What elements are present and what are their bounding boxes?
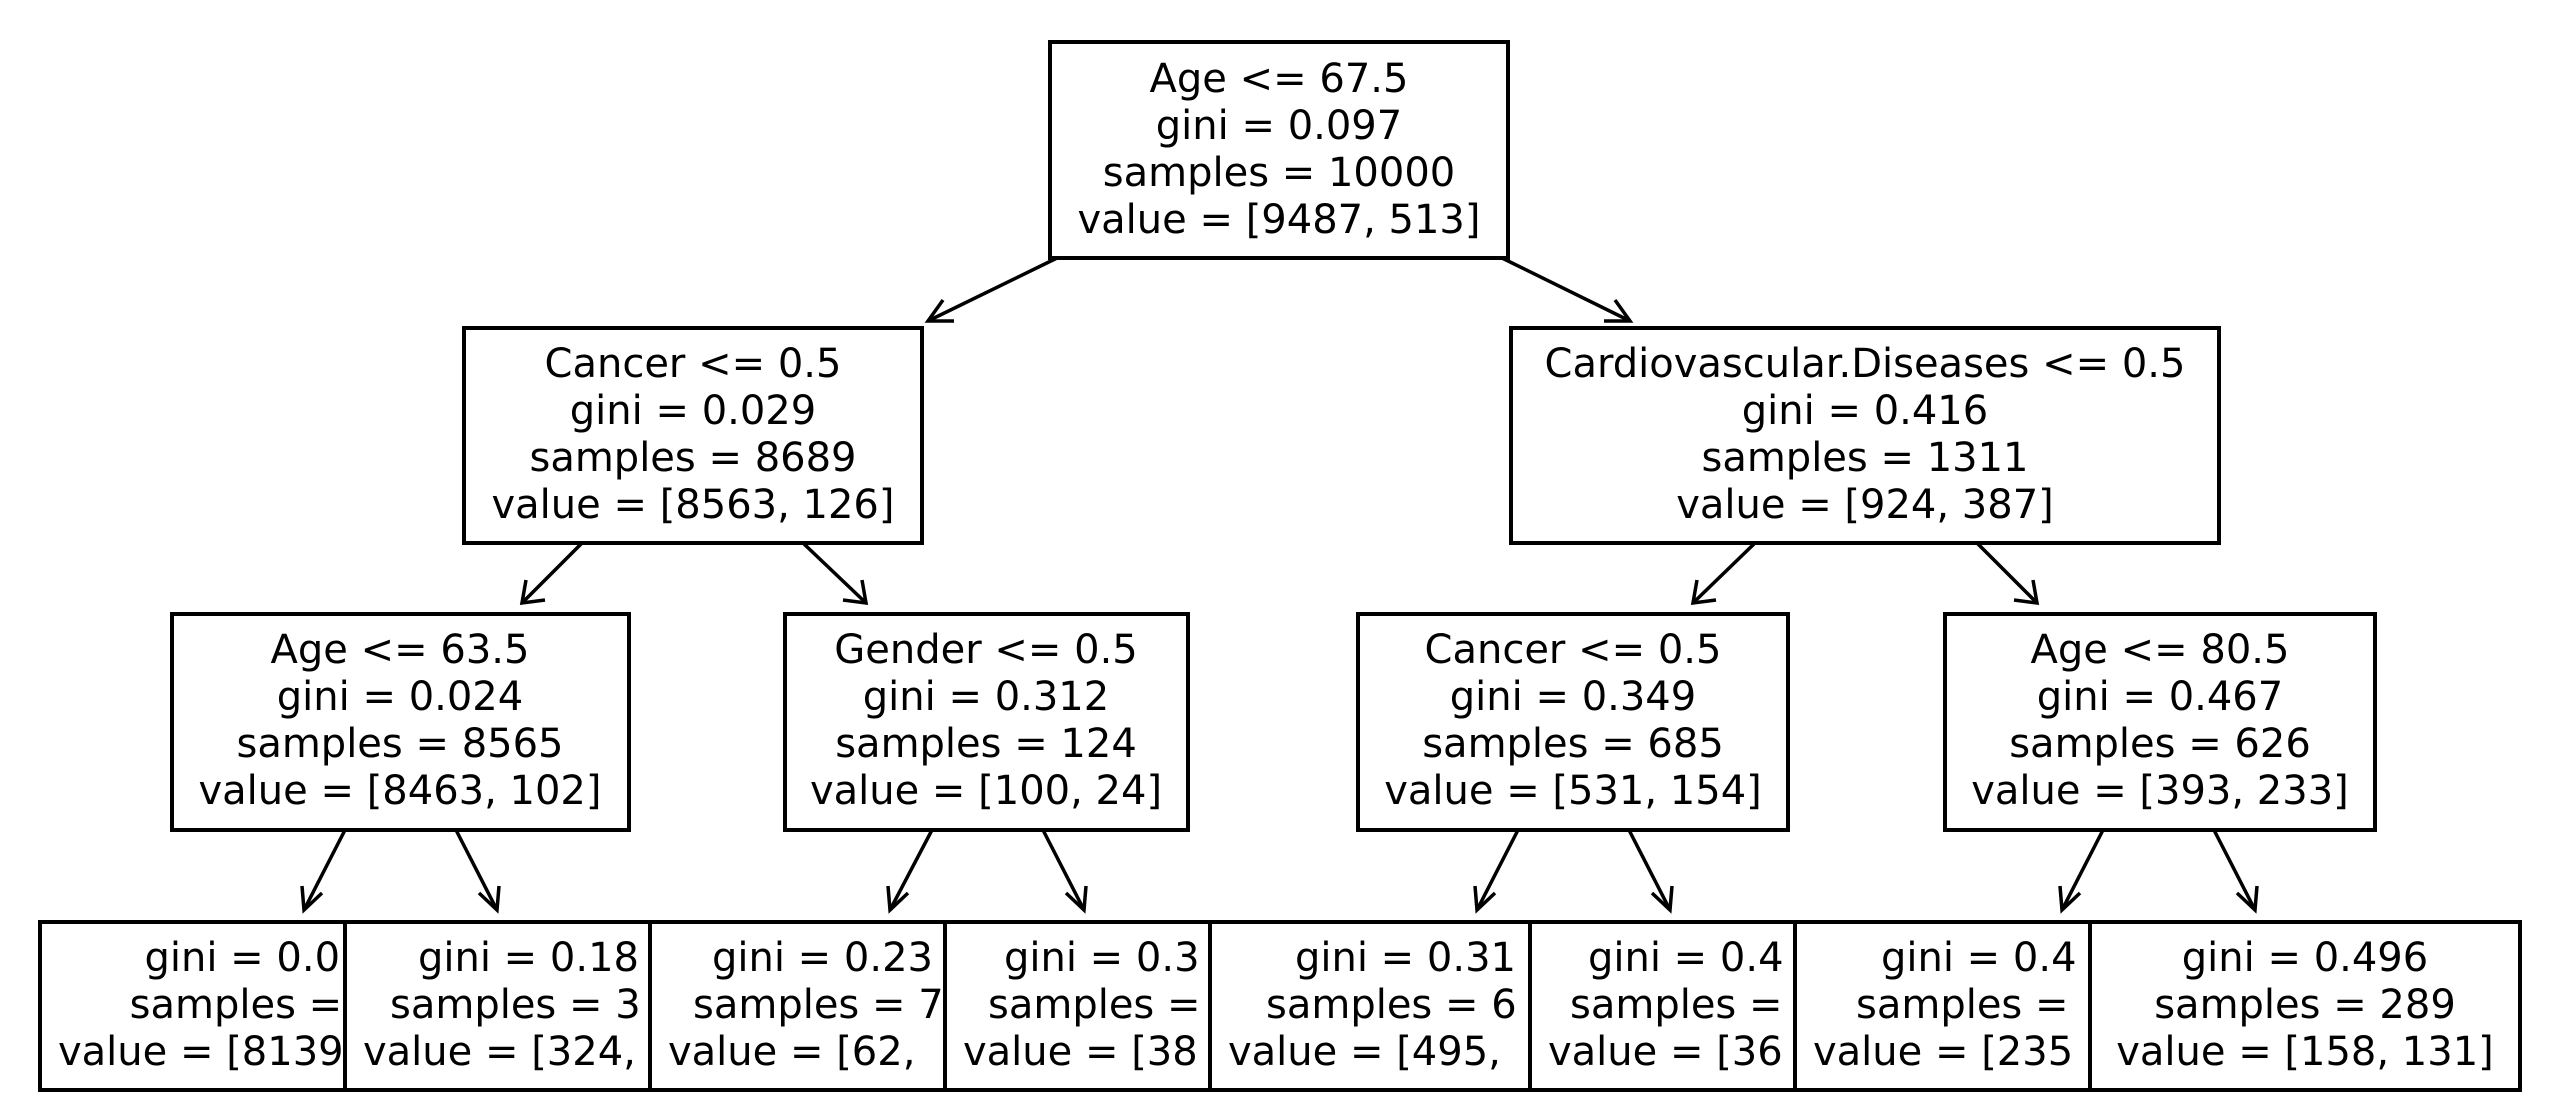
leaf-samples-label: samples = 8 <box>130 982 381 1028</box>
leaf-samples-label: samples = 6 <box>1266 982 1517 1028</box>
arrowhead-l2-c-to-leaf-6 <box>1650 885 1674 914</box>
tree-node-l1-right: Cardiovascular.Diseases <= 0.5 gini = 0.… <box>1509 326 2221 545</box>
node-split-label: Age <= 63.5 <box>271 627 530 673</box>
arrowhead-l2-a-to-leaf-2 <box>477 885 501 914</box>
node-gini-label: gini = 0.029 <box>570 388 816 434</box>
leaf-gini-label: gini = 0.4 <box>1881 935 2077 981</box>
node-value-label: value = [8563, 126] <box>492 482 895 528</box>
leaf-samples-label: samples = <box>1856 982 2069 1028</box>
leaf-gini-label: gini = 0.18 <box>418 935 639 981</box>
node-value-label: value = [924, 387] <box>1676 482 2054 528</box>
edge-l2-a-to-leaf-1 <box>302 829 347 911</box>
arrowhead-l1-left-to-l2-a <box>519 579 546 606</box>
tree-leaf-5: gini = 0.31 samples = 6 value = [495, <box>1208 920 1642 1092</box>
node-gini-label: gini = 0.416 <box>1742 388 1988 434</box>
leaf-samples-label: samples = 3 <box>390 982 641 1028</box>
edge-l1-left-to-l2-a <box>520 541 584 605</box>
edge-l1-left-to-l2-b <box>801 541 868 605</box>
node-gini-label: gini = 0.097 <box>1156 103 1402 149</box>
leaf-value-label: value = [36 <box>1548 1029 1783 1075</box>
leaf-value-label: value = [235 <box>1813 1029 2073 1075</box>
arrowhead-l1-right-to-l2-c <box>1690 579 1717 606</box>
tree-node-l2-d: Age <= 80.5 gini = 0.467 samples = 626 v… <box>1943 612 2377 832</box>
leaf-gini-label: gini = 0.01 <box>145 935 366 981</box>
leaf-samples-label: samples = <box>988 982 1201 1028</box>
node-value-label: value = [531, 154] <box>1384 768 1762 814</box>
node-value-label: value = [8463, 102] <box>199 768 602 814</box>
leaf-value-label: value = [495, <box>1228 1029 1501 1075</box>
node-split-label: Age <= 67.5 <box>1150 56 1409 102</box>
edge-l2-a-to-leaf-2 <box>454 829 499 911</box>
arrowhead-l2-d-to-leaf-8 <box>2235 885 2259 914</box>
leaf-value-label: value = [8139 <box>58 1029 344 1075</box>
edge-l1-right-to-l2-d <box>1975 541 2039 605</box>
edge-l2-c-to-leaf-6 <box>1627 829 1672 911</box>
arrowhead-root-to-l1-right <box>1604 298 1634 323</box>
arrowhead-l2-b-to-leaf-3 <box>886 885 910 914</box>
arrowhead-l1-right-to-l2-d <box>2013 579 2040 606</box>
leaf-value-label: value = [62, <box>668 1029 915 1075</box>
leaf-gini-label: gini = 0.31 <box>1295 935 1516 981</box>
node-samples-label: samples = 8565 <box>236 721 563 767</box>
arrowhead-l2-c-to-leaf-5 <box>1473 885 1497 914</box>
node-samples-label: samples = 10000 <box>1103 150 1455 196</box>
arrowhead-l1-left-to-l2-b <box>842 579 869 606</box>
leaf-gini-label: gini = 0.4 <box>1588 935 1784 981</box>
leaf-value-label: value = [38 <box>963 1029 1198 1075</box>
node-gini-label: gini = 0.467 <box>2037 674 2283 720</box>
node-gini-label: gini = 0.349 <box>1450 674 1696 720</box>
node-split-label: Cancer <= 0.5 <box>1425 627 1722 673</box>
edge-l2-c-to-leaf-5 <box>1475 829 1520 911</box>
node-samples-label: samples = 1311 <box>1701 435 2028 481</box>
arrowhead-l2-a-to-leaf-1 <box>300 885 324 914</box>
arrowhead-l2-d-to-leaf-7 <box>2058 885 2082 914</box>
leaf-samples-label: samples = 7 <box>693 982 944 1028</box>
tree-node-l2-a: Age <= 63.5 gini = 0.024 samples = 8565 … <box>170 612 631 832</box>
node-split-label: Cancer <= 0.5 <box>545 341 842 387</box>
edge-root-to-l1-right <box>1501 256 1631 323</box>
node-value-label: value = [393, 233] <box>1971 768 2349 814</box>
node-split-label: Cardiovascular.Diseases <= 0.5 <box>1545 341 2186 387</box>
arrowhead-l2-b-to-leaf-4 <box>1064 885 1088 914</box>
node-samples-label: samples = 8689 <box>529 435 856 481</box>
tree-node-l2-b: Gender <= 0.5 gini = 0.312 samples = 124… <box>783 612 1190 832</box>
tree-node-l1-left: Cancer <= 0.5 gini = 0.029 samples = 868… <box>462 326 924 545</box>
arrowhead-root-to-l1-left <box>924 298 954 323</box>
tree-edges <box>300 256 2259 914</box>
edge-root-to-l1-left <box>927 256 1058 323</box>
tree-node-root: Age <= 67.5 gini = 0.097 samples = 10000… <box>1048 40 1510 260</box>
node-samples-label: samples = 685 <box>1422 721 1724 767</box>
leaf-samples-label: samples = 289 <box>2154 982 2456 1028</box>
node-gini-label: gini = 0.024 <box>277 674 523 720</box>
leaf-gini-label: gini = 0.3 <box>1004 935 1200 981</box>
tree-node-l2-c: Cancer <= 0.5 gini = 0.349 samples = 685… <box>1356 612 1790 832</box>
leaf-value-label: value = [324, <box>363 1029 636 1075</box>
node-value-label: value = [9487, 513] <box>1078 197 1481 243</box>
node-value-label: value = [100, 24] <box>810 768 1162 814</box>
leaf-gini-label: gini = 0.496 <box>2182 935 2428 981</box>
edge-l2-b-to-leaf-3 <box>888 829 934 911</box>
node-gini-label: gini = 0.312 <box>863 674 1109 720</box>
leaf-gini-label: gini = 0.23 <box>712 935 933 981</box>
node-split-label: Age <= 80.5 <box>2031 627 2290 673</box>
edge-l2-b-to-leaf-4 <box>1041 829 1086 911</box>
edge-l1-right-to-l2-c <box>1691 541 1757 605</box>
leaf-samples-label: samples = <box>1570 982 1783 1028</box>
tree-leaf-8: gini = 0.496 samples = 289 value = [158,… <box>2088 920 2522 1092</box>
leaf-value-label: value = [158, 131] <box>2116 1029 2494 1075</box>
edge-l2-d-to-leaf-7 <box>2060 829 2105 911</box>
node-samples-label: samples = 124 <box>835 721 1137 767</box>
edge-l2-d-to-leaf-8 <box>2212 829 2257 911</box>
node-split-label: Gender <= 0.5 <box>834 627 1137 673</box>
node-samples-label: samples = 626 <box>2009 721 2311 767</box>
